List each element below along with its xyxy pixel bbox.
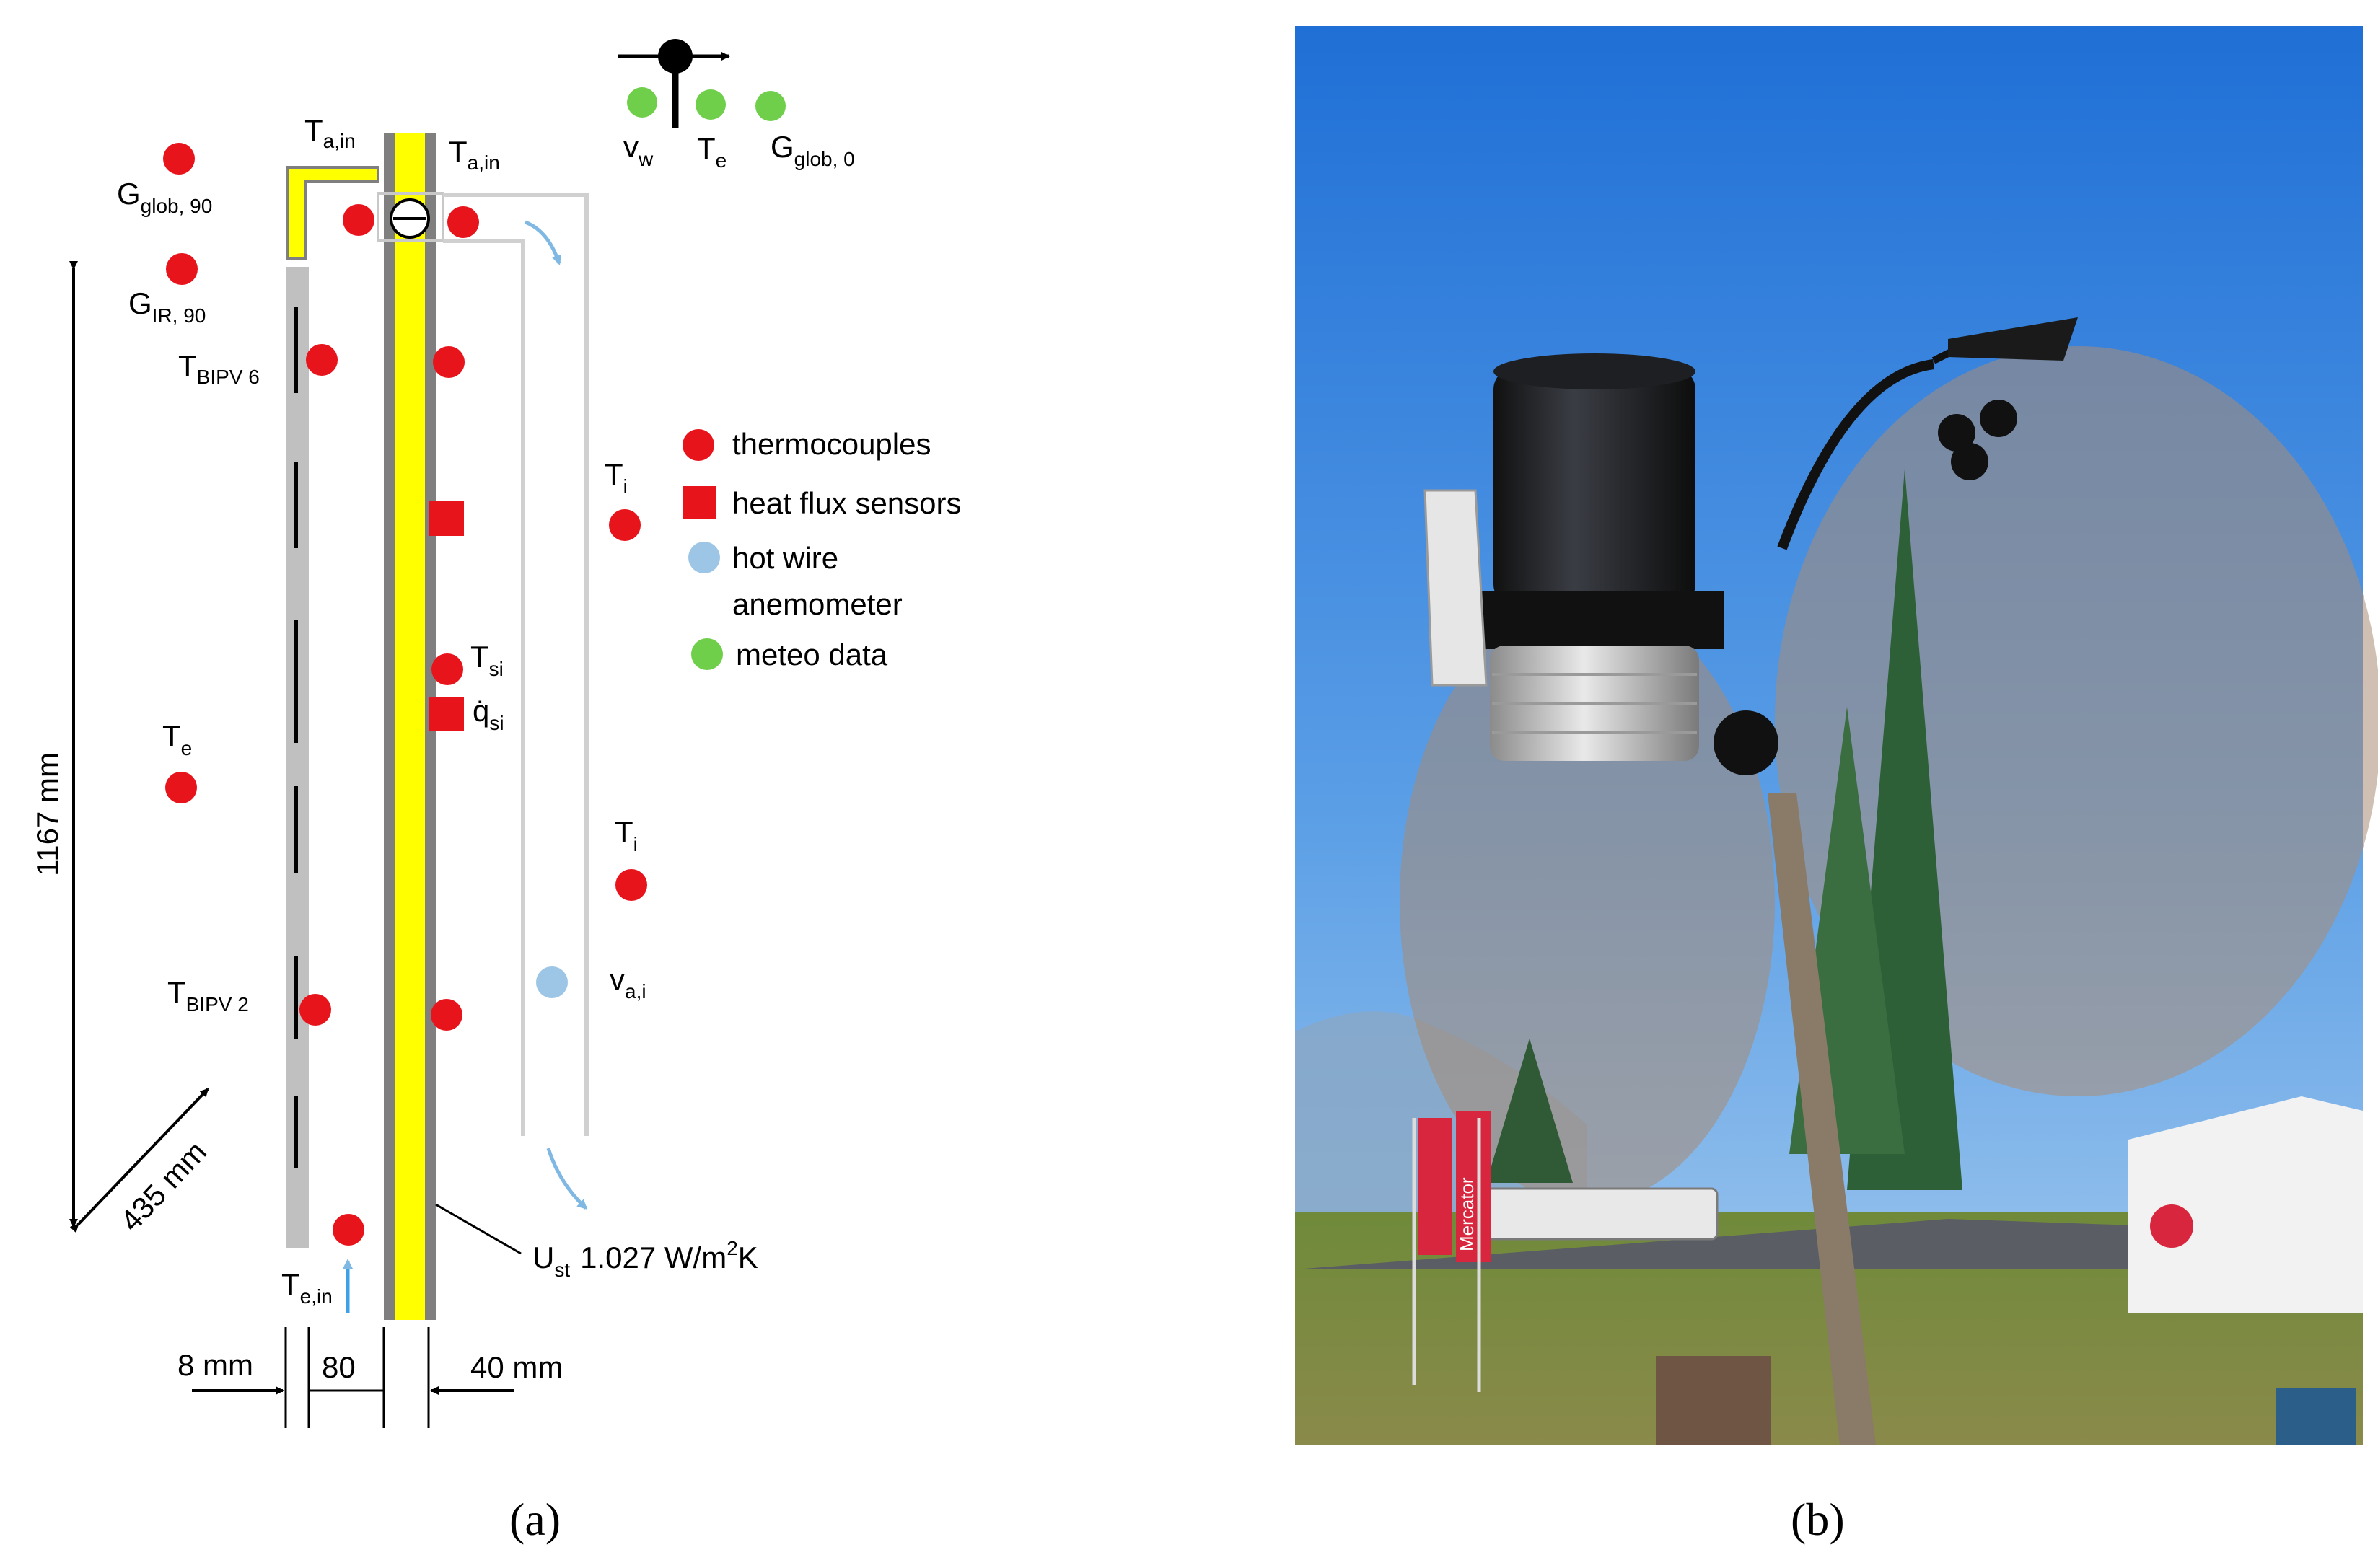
legend: thermocouples heat flux sensors hot wire… [683, 427, 962, 671]
panel-a-diagram: Ta,in Ta,in Gglob, 90 GIR, 90 TBIPV 6 Ti… [30, 39, 962, 1545]
label-t-si: Tsi [470, 640, 504, 680]
sensor-g-ir-90 [166, 253, 198, 285]
sensor-t-i-top [609, 509, 641, 541]
legend-marker-hot-wire [688, 542, 720, 573]
interior-duct-inner [443, 239, 525, 1136]
console-body [1465, 591, 1724, 649]
sensor-t-a-in-right [447, 206, 479, 238]
svg-text:8 mm: 8 mm [177, 1348, 253, 1382]
thermocouple-markers [163, 143, 647, 1246]
sensor-t-e [165, 772, 197, 803]
label-t-i-bottom: Ti [615, 815, 638, 855]
legend-label-meteo: meteo data [736, 638, 888, 671]
label-g-ir-90: GIR, 90 [128, 286, 206, 327]
blue-bin [2276, 1388, 2356, 1445]
legend-marker-heat-flux [683, 486, 716, 519]
sensor-wall-top [433, 346, 465, 378]
mount-bracket [1714, 710, 1778, 775]
dimension-height: 1167 mm [30, 261, 78, 1228]
label-t-bipv2: TBIPV 2 [167, 975, 249, 1016]
wind-vane [1948, 317, 2078, 361]
label-t-e-meteo: Te [697, 131, 727, 172]
weather-station [1423, 317, 2078, 775]
brown-box [1656, 1356, 1771, 1445]
dimension-layer-thickness: 8 mm 80 40 mm [177, 1327, 563, 1428]
sensor-t-a-in-left [343, 204, 374, 236]
airflow-arrow-top [525, 220, 562, 265]
sensor-wall-bottom [431, 999, 462, 1031]
sensor-t-bipv2 [299, 994, 331, 1026]
sensor-t-bipv6 [306, 344, 338, 376]
sensor-g-glob-90 [163, 143, 195, 175]
svg-text:40 mm: 40 mm [470, 1350, 563, 1384]
svg-text:80: 80 [322, 1350, 356, 1384]
legend-label-hot-wire-2: anemometer [732, 587, 903, 621]
insulation-layer [395, 133, 425, 1320]
u-value-leader-line [435, 1203, 522, 1255]
label-t-i-top: Ti [605, 457, 628, 498]
legend-label-thermocouples: thermocouples [732, 427, 931, 461]
svg-text:435 mm: 435 mm [113, 1135, 213, 1238]
anemometer-cup [1938, 414, 1975, 452]
building-sign [2150, 1204, 2193, 1248]
bipv-glass-panel [286, 267, 309, 1248]
meteo-markers [627, 87, 786, 121]
wooden-pole [1768, 793, 1876, 1445]
label-t-a-in-left: Ta,in [304, 113, 356, 152]
legend-label-hot-wire: hot wire [732, 541, 838, 575]
label-t-a-in-right: Ta,in [449, 135, 500, 174]
top-duct-insulation [286, 166, 379, 260]
svg-text:1167 mm: 1167 mm [30, 752, 64, 876]
label-t-e: Te [162, 719, 192, 759]
bus [1485, 1187, 1719, 1241]
airflow-arrow-bottom [546, 1148, 588, 1210]
store-sign-text: Mercator [1456, 1177, 1478, 1251]
building [2128, 1096, 2363, 1313]
legend-marker-thermocouples [683, 429, 714, 461]
wind-vane-icon [618, 39, 730, 128]
flags: Mercator [1412, 1111, 1491, 1392]
label-t-bipv6: TBIPV 6 [178, 349, 260, 388]
label-t-e-in: Te,in [281, 1267, 333, 1308]
dimension-depth: 435 mm [69, 1088, 213, 1238]
hot-wire-anemometer-marker [536, 966, 568, 998]
caption-a: (a) [509, 1494, 561, 1545]
caption-b: (b) [1791, 1494, 1845, 1545]
interior-duct-outer [443, 193, 589, 1136]
label-v-w: vw [623, 130, 654, 170]
sensor-t-si [431, 653, 463, 685]
label-q-si: q̇si [473, 694, 504, 734]
rain-gauge-cylinder [1493, 368, 1695, 606]
label-g-glob-0: Gglob, 0 [771, 130, 855, 170]
sensor-t-i-bottom [615, 869, 647, 901]
heat-flux-sensor-upper [429, 501, 464, 536]
panel-b-photo: Mercator [1295, 26, 2378, 1545]
legend-marker-meteo [691, 638, 723, 670]
solar-panel-housing [1423, 489, 1488, 687]
fan-housing [377, 192, 444, 242]
anemometer-arm [1777, 359, 1934, 550]
label-g-glob-90: Gglob, 90 [117, 177, 212, 217]
sensor-t-e-in [333, 1214, 364, 1246]
label-v-a-i: va,i [610, 962, 646, 1003]
legend-label-heat-flux: heat flux sensors [732, 486, 962, 520]
heat-flux-sensor-q-si [429, 697, 464, 731]
